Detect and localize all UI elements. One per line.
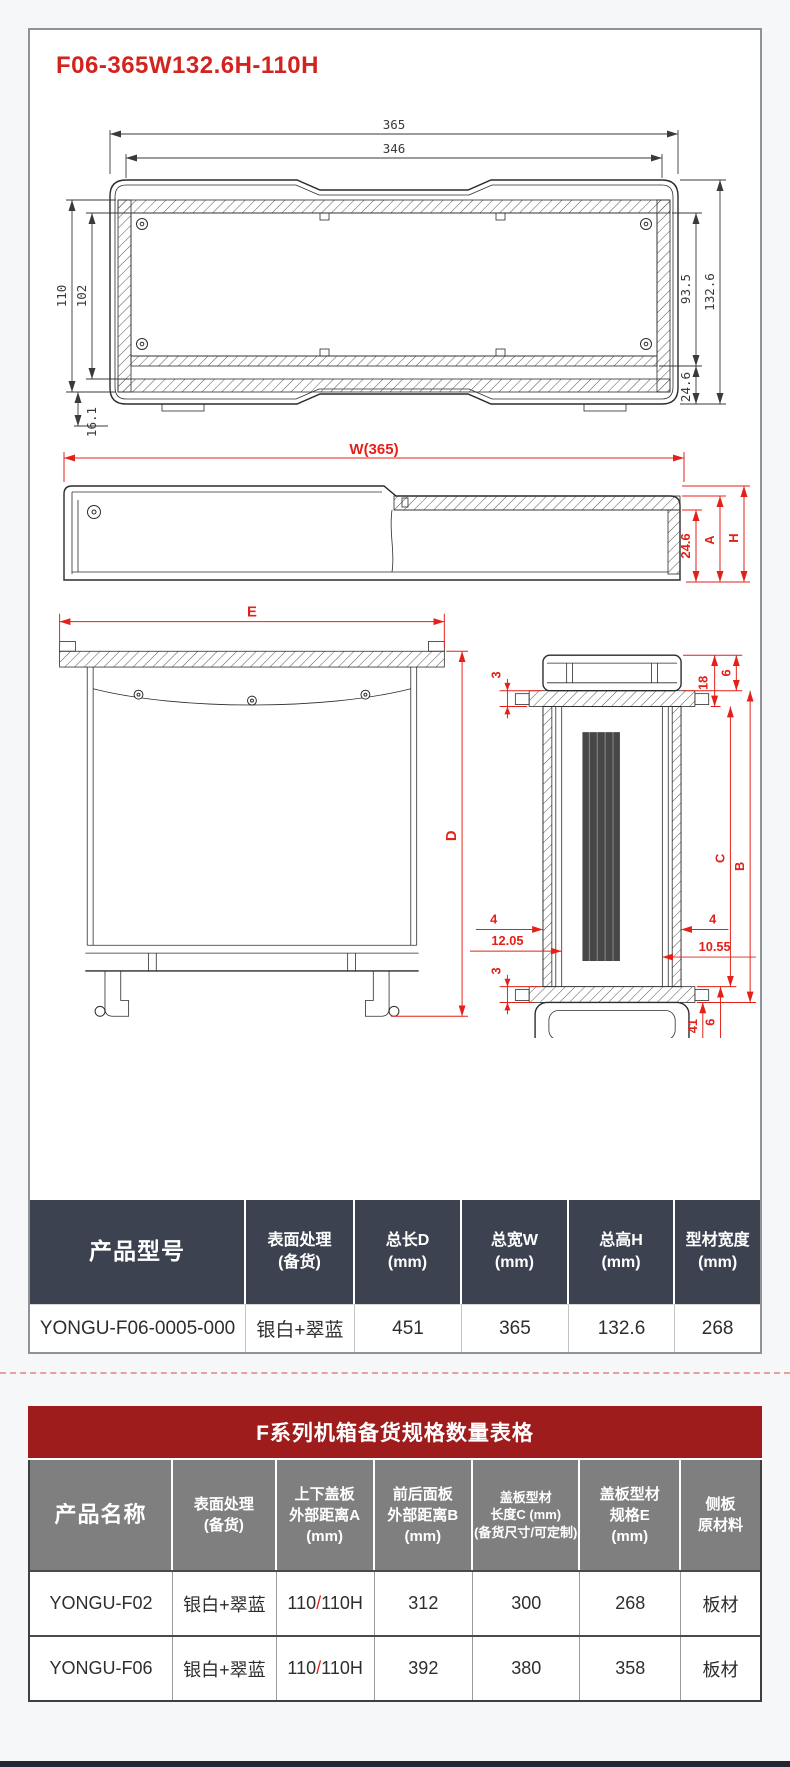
cell-cover-distance-a: 110/110H xyxy=(276,1572,375,1635)
cell-product-name: YONGU-F02 xyxy=(30,1572,174,1635)
dim-41: 41 xyxy=(685,1019,700,1033)
header-total-length-d: 总长D (mm) xyxy=(354,1200,463,1304)
cell-cover-distance-a: 110/110H xyxy=(276,1637,375,1700)
drawing-card: F06-365W132.6H-110H xyxy=(28,28,762,1354)
dim-depth-24-6: 24.6 xyxy=(678,533,693,558)
screw-bosses xyxy=(136,218,652,350)
dim-right-total: 132.6 xyxy=(702,273,717,311)
dim-b: B xyxy=(732,862,747,871)
dim-c: C xyxy=(712,854,727,863)
front-view: E D xyxy=(59,605,468,1017)
dim-bottom-right-6: 6 xyxy=(703,1019,718,1026)
spec-table: 产品型号 表面处理 (备货) 总长D (mm) 总宽W (mm) 总高H (mm… xyxy=(30,1200,760,1352)
top-view-drawing: W(365) 24.6 A H xyxy=(63,442,750,583)
dim-right-upper: 93.5 xyxy=(678,274,693,304)
cell-profile-width: 268 xyxy=(675,1305,760,1352)
header-surface-finish: 表面处理 (备货) xyxy=(173,1460,277,1570)
header-product-model: 产品型号 xyxy=(30,1200,247,1304)
cell-cover-spec-e: 268 xyxy=(580,1572,682,1635)
dim-left-inner: 102 xyxy=(74,285,89,308)
front-and-side-drawing: E D xyxy=(59,605,757,1038)
cell-side-material: 板材 xyxy=(681,1637,760,1700)
header-cover-length-c: 盖板型材 长度C (mm) (备货尺寸/可定制) xyxy=(473,1460,581,1570)
header-surface-finish: 表面处理 (备货) xyxy=(246,1200,355,1304)
dim-left-4: 4 xyxy=(490,912,498,927)
dim-left-outer: 110 xyxy=(54,285,69,308)
dim-bottom-left: 16.1 xyxy=(84,407,99,436)
dim-bottom-left-3: 3 xyxy=(489,967,504,974)
dim-w365: W(365) xyxy=(349,442,398,458)
dim-e: E xyxy=(247,605,257,621)
header-side-material: 侧板 原材料 xyxy=(681,1460,760,1570)
cell-product-model: YONGU-F06-0005-000 xyxy=(30,1305,247,1352)
header-total-height-h: 总高H (mm) xyxy=(568,1200,676,1304)
cross-section-drawing: 365 346 110 102 93.5 24.6 132.6 xyxy=(54,117,726,436)
cell-surface-finish: 银白+翠蓝 xyxy=(173,1572,277,1635)
header-panel-distance-b: 前后面板 外部距离B (mm) xyxy=(374,1460,474,1570)
cell-total-width-w: 365 xyxy=(462,1305,569,1352)
stock-table-title: F系列机箱备货规格数量表格 xyxy=(28,1406,762,1460)
header-product-name: 产品名称 xyxy=(30,1460,174,1570)
cell-cover-spec-e: 358 xyxy=(580,1637,682,1700)
side-section-view: 3 18 6 C B 4 4 xyxy=(469,654,757,1038)
dim-right-4: 4 xyxy=(709,912,717,927)
cell-panel-distance-b: 392 xyxy=(374,1637,474,1700)
cell-cover-length-c: 300 xyxy=(473,1572,581,1635)
dim-inner-width: 346 xyxy=(383,141,406,156)
dim-right-lower: 24.6 xyxy=(678,372,693,402)
spec-table-row: YONGU-F06-0005-000 银白+翠蓝 451 365 132.6 2… xyxy=(30,1304,760,1352)
dim-d: D xyxy=(444,830,460,841)
cell-total-height-h: 132.6 xyxy=(568,1305,676,1352)
dim-a: A xyxy=(702,535,717,545)
stock-table: 产品名称 表面处理 (备货) 上下盖板 外部距离A (mm) 前后面板 外部距离… xyxy=(28,1460,762,1702)
dim-10-55: 10.55 xyxy=(699,939,731,954)
spec-table-header: 产品型号 表面处理 (备货) 总长D (mm) 总宽W (mm) 总高H (mm… xyxy=(30,1200,760,1304)
cell-panel-distance-b: 312 xyxy=(374,1572,474,1635)
stock-table-section: F系列机箱备货规格数量表格 产品名称 表面处理 (备货) 上下盖板 外部距离A … xyxy=(28,1406,762,1702)
header-profile-width: 型材宽度 (mm) xyxy=(675,1200,760,1304)
cell-surface-finish: 银白+翠蓝 xyxy=(173,1637,277,1700)
stock-table-row: YONGU-F02 银白+翠蓝 110/110H 312 300 268 板材 xyxy=(30,1570,760,1635)
dim-top-right-18: 18 xyxy=(696,676,711,690)
header-cover-spec-e: 盖板型材 规格E (mm) xyxy=(580,1460,682,1570)
cell-cover-length-c: 380 xyxy=(473,1637,581,1700)
header-cover-distance-a: 上下盖板 外部距离A (mm) xyxy=(276,1460,375,1570)
dim-total-width: 365 xyxy=(383,117,406,132)
cell-side-material: 板材 xyxy=(681,1572,760,1635)
cell-product-name: YONGU-F06 xyxy=(30,1637,174,1700)
product-model-title: F06-365W132.6H-110H xyxy=(56,52,319,79)
cell-total-length-d: 451 xyxy=(354,1305,463,1352)
cell-surface-finish: 银白+翠蓝 xyxy=(246,1305,355,1352)
bottom-section-edge xyxy=(0,1761,790,1767)
dashed-separator xyxy=(0,1372,790,1374)
dim-h: H xyxy=(726,533,741,542)
header-total-width-w: 总宽W (mm) xyxy=(462,1200,569,1304)
stock-table-header: 产品名称 表面处理 (备货) 上下盖板 外部距离A (mm) 前后面板 外部距离… xyxy=(30,1460,760,1570)
dim-top-left-3: 3 xyxy=(489,671,504,678)
dim-top-right-6: 6 xyxy=(718,669,733,676)
stock-table-row: YONGU-F06 银白+翠蓝 110/110H 392 380 358 板材 xyxy=(30,1635,760,1700)
dim-12-05: 12.05 xyxy=(491,933,523,948)
